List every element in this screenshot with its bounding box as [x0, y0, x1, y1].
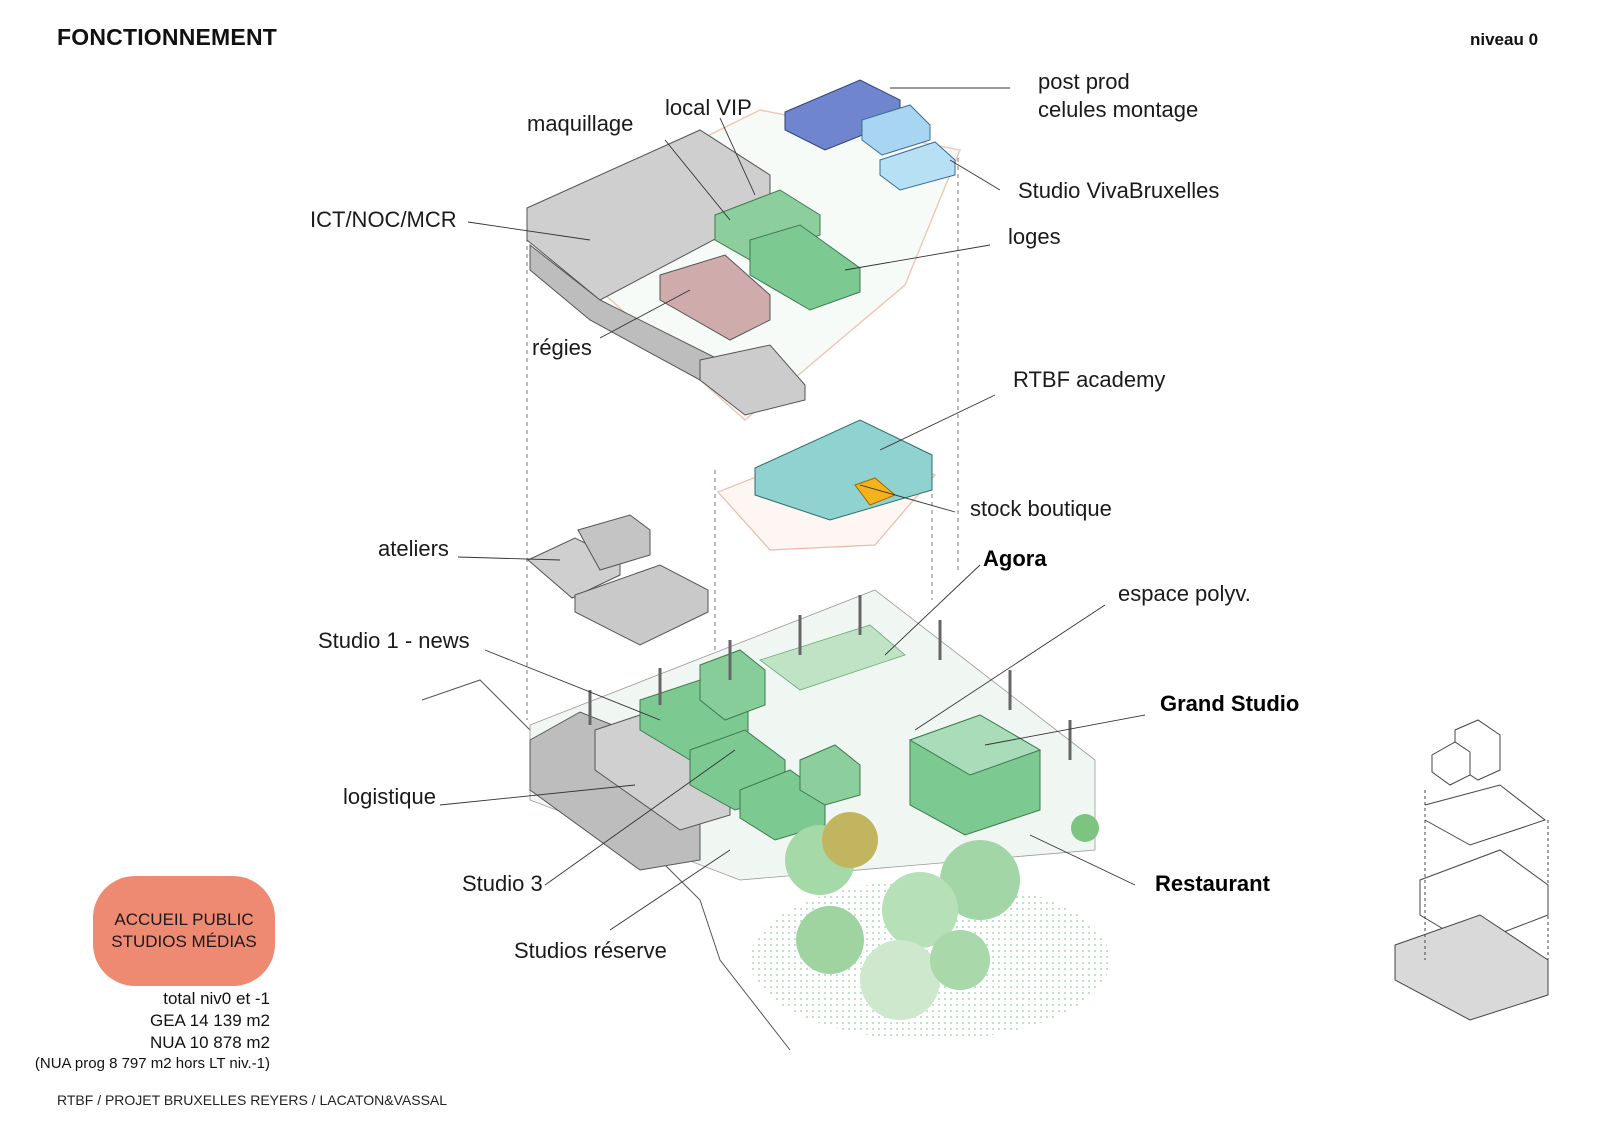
level-indicator: niveau 0	[1470, 30, 1539, 49]
label-studios-reserve: Studios réserve	[514, 938, 667, 963]
badge-line-2: STUDIOS MÉDIAS	[111, 932, 257, 951]
stats-line-1: total niv0 et -1	[163, 989, 270, 1008]
label-espace-polyv: espace polyv.	[1118, 581, 1251, 606]
key-plan	[1394, 719, 1549, 1021]
label-studio-vivabruxelles: Studio VivaBruxelles	[1018, 178, 1220, 203]
label-ict-noc-mcr: ICT/NOC/MCR	[310, 207, 457, 232]
label-loges: loges	[1008, 224, 1061, 249]
label-grand-studio: Grand Studio	[1160, 691, 1300, 716]
label-rtbf-academy: RTBF academy	[1013, 367, 1166, 392]
label-logistique: logistique	[343, 784, 436, 809]
accueil-public-badge: ACCUEIL PUBLIC STUDIOS MÉDIAS	[93, 876, 275, 986]
academy-level-block	[716, 419, 936, 551]
ateliers-block	[527, 514, 709, 646]
label-studio3: Studio 3	[462, 871, 543, 896]
label-studio1-news: Studio 1 - news	[318, 628, 470, 653]
label-ateliers: ateliers	[378, 536, 449, 561]
label-post-prod: post prod	[1038, 69, 1130, 94]
label-maquillage: maquillage	[527, 111, 634, 136]
page-title: FONCTIONNEMENT	[57, 24, 278, 50]
label-regies: régies	[532, 335, 592, 360]
label-celules-montage: celules montage	[1038, 97, 1199, 122]
trees	[750, 812, 1110, 1040]
ground-level-block	[421, 589, 1110, 1051]
label-local-vip: local VIP	[665, 95, 752, 120]
footer-credit: RTBF / PROJET BRUXELLES REYERS / LACATON…	[57, 1092, 448, 1108]
stats-line-4: (NUA prog 8 797 m2 hors LT niv.-1)	[34, 1055, 270, 1073]
leader-lines	[439, 87, 1146, 931]
upper-level-block	[525, 79, 962, 421]
guide-lines	[526, 150, 959, 720]
label-restaurant: Restaurant	[1155, 871, 1270, 896]
area-stats: total niv0 et -1 GEA 14 139 m2 NUA 10 87…	[35, 988, 270, 1074]
label-agora: Agora	[983, 546, 1047, 571]
stats-line-2: GEA 14 139 m2	[149, 1011, 270, 1031]
label-stock-boutique: stock boutique	[970, 496, 1112, 521]
badge-line-1: ACCUEIL PUBLIC	[114, 909, 254, 929]
stats-line-3: NUA 10 878 m2	[149, 1033, 270, 1053]
